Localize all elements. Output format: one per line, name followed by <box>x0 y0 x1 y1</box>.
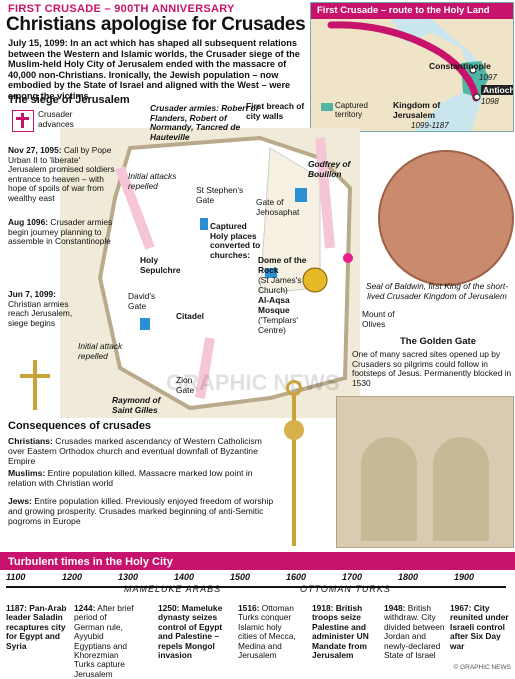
event-1096: Aug 1096: Crusader armies begin journey … <box>8 217 120 247</box>
event-1095-date: Nov 27, 1095: <box>8 145 62 155</box>
year-1600: 1600 <box>286 572 307 582</box>
label-kingdom: Kingdom of Jerusalem <box>393 100 441 120</box>
timeline-event-1187: 1187: Pan-Arab leader Saladin recaptures… <box>6 603 67 651</box>
label-captured-places: Captured Holy places converted to church… <box>210 221 261 260</box>
label-stephen-gate: St Stephen's Gate <box>196 185 244 205</box>
jerusalem-plan <box>60 128 360 418</box>
seal-caption: Seal of Baldwin, first King of the short… <box>366 281 508 301</box>
label-raymond: Raymond of Saint Gilles <box>112 395 161 415</box>
label-aqsa: Al-Aqsa Mosque <box>258 295 290 315</box>
consequence-muslims-label: Muslims: <box>8 468 46 478</box>
timeline-event-1516-text: Ottoman Turks conquer Islamic holy citie… <box>238 603 296 661</box>
cross-icon <box>12 110 34 132</box>
label-jehosaphat-gate: Gate of Jehosaphat <box>256 197 300 217</box>
cross-finial-icon <box>20 360 50 410</box>
seal-image <box>378 150 514 286</box>
golden-gate-text: One of many sacred sites opened up by Cr… <box>352 349 512 388</box>
map-title: First Crusade – route to the Holy Land <box>311 3 513 19</box>
label-dome: Dome of the Rock <box>258 255 307 275</box>
timeline-event-1250: 1250: Mameluke dynasty seizes control of… <box>158 603 223 661</box>
label-captured: Captured territory <box>335 101 368 119</box>
timeline-event-1244-text: After brief period of German rule, Ayyub… <box>74 603 134 679</box>
consequence-jews-label: Jews: <box>8 496 32 506</box>
label-attack-2: Initial attack repelled <box>78 341 123 361</box>
consequence-christians: Christians: Crusades marked ascendancy o… <box>8 436 278 466</box>
timeline-event-1948-text: British withdraw. City divided between J… <box>384 603 445 661</box>
headline: Christians apologise for Crusades <box>6 14 306 35</box>
siege-title: The siege of Jerusalem <box>8 94 130 106</box>
label-antioch: Antioch <box>481 85 513 95</box>
timeline-header: Turbulent times in the Holy City <box>0 552 515 570</box>
event-1099: Jun 7, 1099: Christian armies reach Jeru… <box>8 289 78 328</box>
timeline-event-1244: 1244: After brief period of German rule,… <box>74 603 136 679</box>
event-1095: Nov 27, 1095: Call by Pope Urban II to '… <box>8 145 120 204</box>
intro-text: July 15, 1099: In an act which has shape… <box>8 38 300 101</box>
route-map: First Crusade – route to the Holy Land C… <box>310 2 514 132</box>
label-constantinople: Constantinople <box>429 61 491 71</box>
consequence-jews: Jews: Entire population killed. Previous… <box>8 496 278 526</box>
event-1096-date: Aug 1096: <box>8 217 49 227</box>
label-godfrey: Godfrey of Bouillon <box>308 159 351 179</box>
label-citadel: Citadel <box>176 311 204 321</box>
consequence-christians-text: Crusades marked ascendancy of Western Ca… <box>8 436 262 466</box>
label-sepulchre: Holy Sepulchre <box>140 255 181 275</box>
year-1800: 1800 <box>398 572 419 582</box>
year-1700: 1700 <box>342 572 363 582</box>
timeline-event-1516: 1516: Ottoman Turks conquer Islamic holy… <box>238 603 300 661</box>
consequence-muslims-text: Entire population killed. Massacre marke… <box>8 468 253 488</box>
timeline-event-1948-year: 1948: <box>384 603 406 613</box>
timeline-event-1244-year: 1244: <box>74 603 96 613</box>
label-zion-gate: Zion Gate <box>176 375 195 395</box>
label-breach: First breach of city walls <box>246 101 305 121</box>
era-ottoman: OTTOMAN TURKS <box>300 584 391 594</box>
crescent-finial-icon <box>282 380 306 550</box>
year-1400: 1400 <box>174 572 195 582</box>
consequence-muslims: Muslims: Entire population killed. Massa… <box>8 468 278 488</box>
label-aqsa-church: ('Templars' Centre) <box>258 315 298 335</box>
year-1100: 1100 <box>6 572 26 582</box>
label-armies: Crusader armies: Robert of Flanders, Rob… <box>150 103 259 142</box>
consequence-christians-label: Christians: <box>8 436 53 446</box>
event-1099-text: Christian armies reach Jerusalem, siege … <box>8 298 73 328</box>
timeline-event-1516-year: 1516: <box>238 603 260 613</box>
timeline-event-1918: 1918: British troops seize Palestine and… <box>312 603 369 661</box>
credit: © GRAPHIC NEWS <box>453 664 511 671</box>
label-mount-olives: Mount of Olives <box>362 309 395 329</box>
event-1095-text: Call by Pope Urban II to 'liberate' Jeru… <box>8 145 115 203</box>
golden-gate-image <box>336 396 514 548</box>
event-1099-date: Jun 7, 1099: <box>8 289 56 299</box>
era-mameluke: MAMELUKE ARABS <box>124 584 222 594</box>
timeline-title: Turbulent times in the Holy City <box>8 556 173 568</box>
event-1096-text: Crusader armies begin journey planning t… <box>8 217 113 247</box>
label-dome-church: (St James's Church) <box>258 275 302 295</box>
label-attack-1: Initial attacks repelled <box>128 171 177 191</box>
year-1300: 1300 <box>118 572 139 582</box>
timeline-event-1967: 1967: City reunited under Israeli contro… <box>450 603 509 651</box>
watermark: GRAPHIC NEWS <box>166 370 340 395</box>
year-1900: 1900 <box>454 572 475 582</box>
timeline-axis: 1100 1200 1300 1400 1500 1600 1700 1800 … <box>0 572 515 594</box>
golden-gate-title: The Golden Gate <box>400 336 477 347</box>
consequences-title: Consequences of crusades <box>8 420 152 432</box>
year-1500: 1500 <box>230 572 251 582</box>
legend-crusader-advances: Crusader advances <box>38 109 74 129</box>
label-kingdom-years: 1099-1187 <box>411 121 449 130</box>
kicker: FIRST CRUSADE – 900TH ANNIVERSARY <box>8 3 235 15</box>
label-constantinople-year: 1097 <box>479 73 497 82</box>
label-antioch-year: 1098 <box>481 97 499 106</box>
consequence-jews-text: Entire population killed. Previously enj… <box>8 496 274 526</box>
year-1200: 1200 <box>62 572 83 582</box>
timeline-event-1948: 1948: British withdraw. City divided bet… <box>384 603 446 661</box>
label-davids-gate: David's Gate <box>128 291 156 311</box>
